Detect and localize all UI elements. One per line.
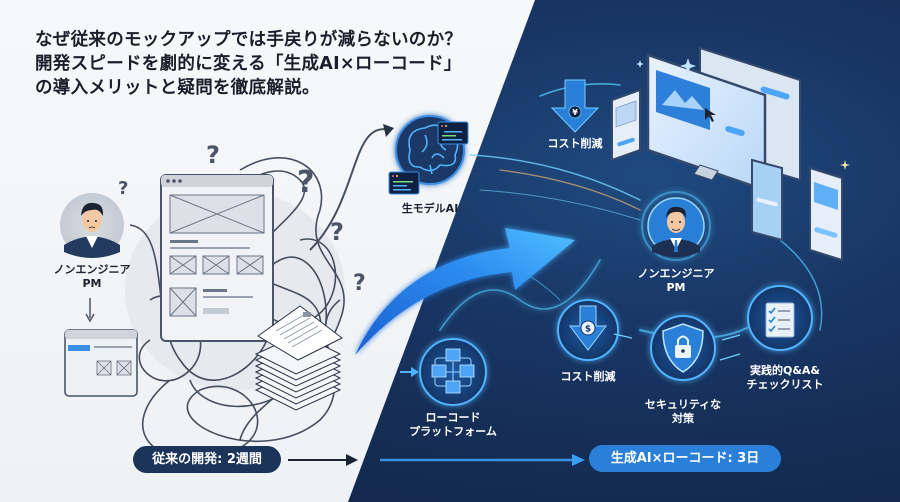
document-stack-icon (254, 305, 343, 411)
pm-avatar-right (641, 191, 711, 261)
security-shield-icon (650, 315, 716, 381)
lowcode-label: ローコード プラットフォーム (409, 411, 497, 438)
checklist-icon (747, 285, 813, 351)
pm-avatar-left (60, 193, 124, 258)
headline-line-1: なぜ従来のモックアップでは手戻りが減らないのか？ (35, 30, 463, 50)
ai-label: 生モデルAI (401, 202, 459, 215)
cost-down-yen-icon: ¥ (550, 79, 600, 133)
arrow-right-icon (572, 454, 585, 466)
qa-label: 実践的Q&A& チェックリスト (746, 364, 824, 391)
headline-line-3: の導入メリットと疑問を徹底解説。 (35, 78, 320, 98)
device-cluster (611, 46, 850, 262)
question-mark-icon: ? (353, 271, 366, 296)
cost-down-dollar-icon: $ (557, 299, 619, 361)
security-label: セキュリティな 対策 (644, 398, 722, 425)
question-mark-icon: ? (118, 178, 128, 199)
headline-line-2: 開発スピードを劇的に変える「生成AI×ローコード」 (35, 54, 462, 74)
big-arrow-icon (355, 228, 575, 355)
svg-text:¥: ¥ (572, 108, 578, 117)
small-wireframe (64, 329, 138, 397)
lowcode-blocks-icon (419, 338, 487, 406)
old-timeline-pill: 従来の開発: 2週間 (133, 446, 281, 473)
arrow-down-icon (85, 313, 95, 323)
cost-top-label: コスト削減 (547, 137, 603, 150)
arrow-right-icon (346, 454, 358, 466)
new-timeline-pill: 生成AI×ローコード: 3日 (589, 445, 781, 472)
question-mark-icon: ? (297, 165, 314, 200)
question-mark-icon: ? (206, 141, 220, 169)
cost-bottom-label: コスト削減 (560, 370, 616, 383)
svg-text:$: $ (585, 325, 591, 335)
ai-brain-icon (388, 115, 469, 195)
pm-label-right: ノンエンジニア PM (637, 267, 715, 294)
question-mark-icon: ? (330, 218, 344, 246)
pm-label-left: ノンエンジニア PM (53, 263, 131, 290)
arrow-to-ai-icon (383, 124, 394, 137)
wireframe-browser (160, 174, 274, 342)
headline: なぜ従来のモックアップでは手戻りが減らないのか？ 開発スピードを劇的に変える「生… (35, 28, 505, 100)
